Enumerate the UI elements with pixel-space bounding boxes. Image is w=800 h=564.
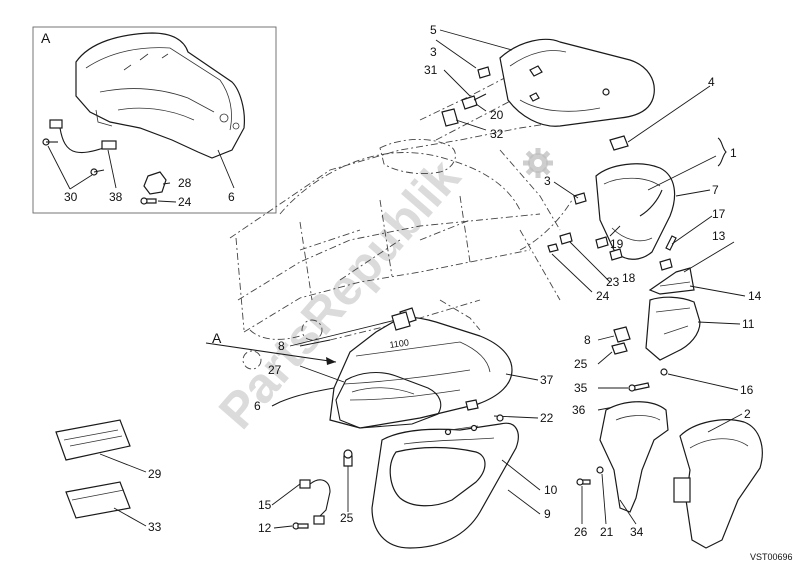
callout-1: 1 [730, 146, 737, 160]
callout-17: 17 [712, 207, 726, 221]
callout-16: 16 [740, 383, 754, 397]
callout-25-right: 25 [574, 357, 588, 371]
callout-18: 18 [622, 271, 636, 285]
callout-24: 24 [178, 195, 192, 209]
drawing-code: VST00696 [750, 552, 793, 562]
manuals [55, 419, 147, 527]
callout-7: 7 [712, 183, 719, 197]
callout-35: 35 [574, 381, 588, 395]
callout-2: 2 [744, 407, 751, 421]
callout-4: 4 [708, 75, 715, 89]
callouts: 5 3 31 20 32 4 1 7 3 17 13 19 18 23 24 1… [148, 23, 793, 562]
callout-12: 12 [258, 521, 272, 535]
callout-33: 33 [148, 520, 162, 534]
callout-6: 6 [228, 190, 235, 204]
tail-assembly [547, 85, 727, 293]
callout-23: 23 [606, 275, 620, 289]
gear-icon [523, 148, 553, 178]
rear-brackets [645, 241, 746, 391]
callout-21: 21 [600, 525, 614, 539]
rear-hugger [576, 401, 763, 549]
seat [499, 38, 655, 127]
callout-30: 30 [64, 190, 78, 204]
callout-32: 32 [490, 127, 504, 141]
seat-hardware [435, 29, 513, 131]
callout-9: 9 [544, 507, 551, 521]
left-bracket [299, 311, 411, 347]
callout-28: 28 [178, 176, 192, 190]
callout-31: 31 [424, 63, 438, 77]
tank-cover: 1100 [205, 307, 539, 429]
callout-26: 26 [574, 525, 588, 539]
callout-10: 10 [544, 483, 558, 497]
callout-29: 29 [148, 467, 162, 481]
inset-view-a: A 30 38 28 24 6 [32, 26, 277, 214]
callout-8-left: 8 [278, 339, 285, 353]
callout-37: 37 [540, 373, 554, 387]
inset-label: A [41, 30, 51, 46]
tank-badge: 1100 [389, 337, 410, 350]
callout-3-mid: 3 [544, 174, 551, 188]
callout-20: 20 [490, 108, 504, 122]
callout-8-right: 8 [584, 333, 591, 347]
inset-frame [32, 26, 277, 214]
callout-14: 14 [748, 289, 762, 303]
callout-25-left: 25 [340, 511, 354, 525]
callout-27: 27 [268, 363, 282, 377]
callout-24: 24 [596, 289, 610, 303]
callout-5: 5 [430, 23, 437, 37]
callout-22: 22 [540, 411, 554, 425]
view-ref-a: A [212, 330, 222, 346]
callout-38: 38 [109, 190, 123, 204]
callout-3-top: 3 [430, 45, 437, 59]
callout-6: 6 [254, 399, 261, 413]
callout-11: 11 [742, 317, 755, 331]
callout-13: 13 [712, 229, 726, 243]
left-hardware [271, 414, 504, 530]
callout-15: 15 [258, 498, 272, 512]
right-bracket-hardware [597, 326, 650, 411]
callout-36: 36 [572, 403, 586, 417]
callout-34: 34 [630, 525, 644, 539]
callout-19: 19 [610, 237, 624, 251]
side-panel [371, 422, 541, 549]
